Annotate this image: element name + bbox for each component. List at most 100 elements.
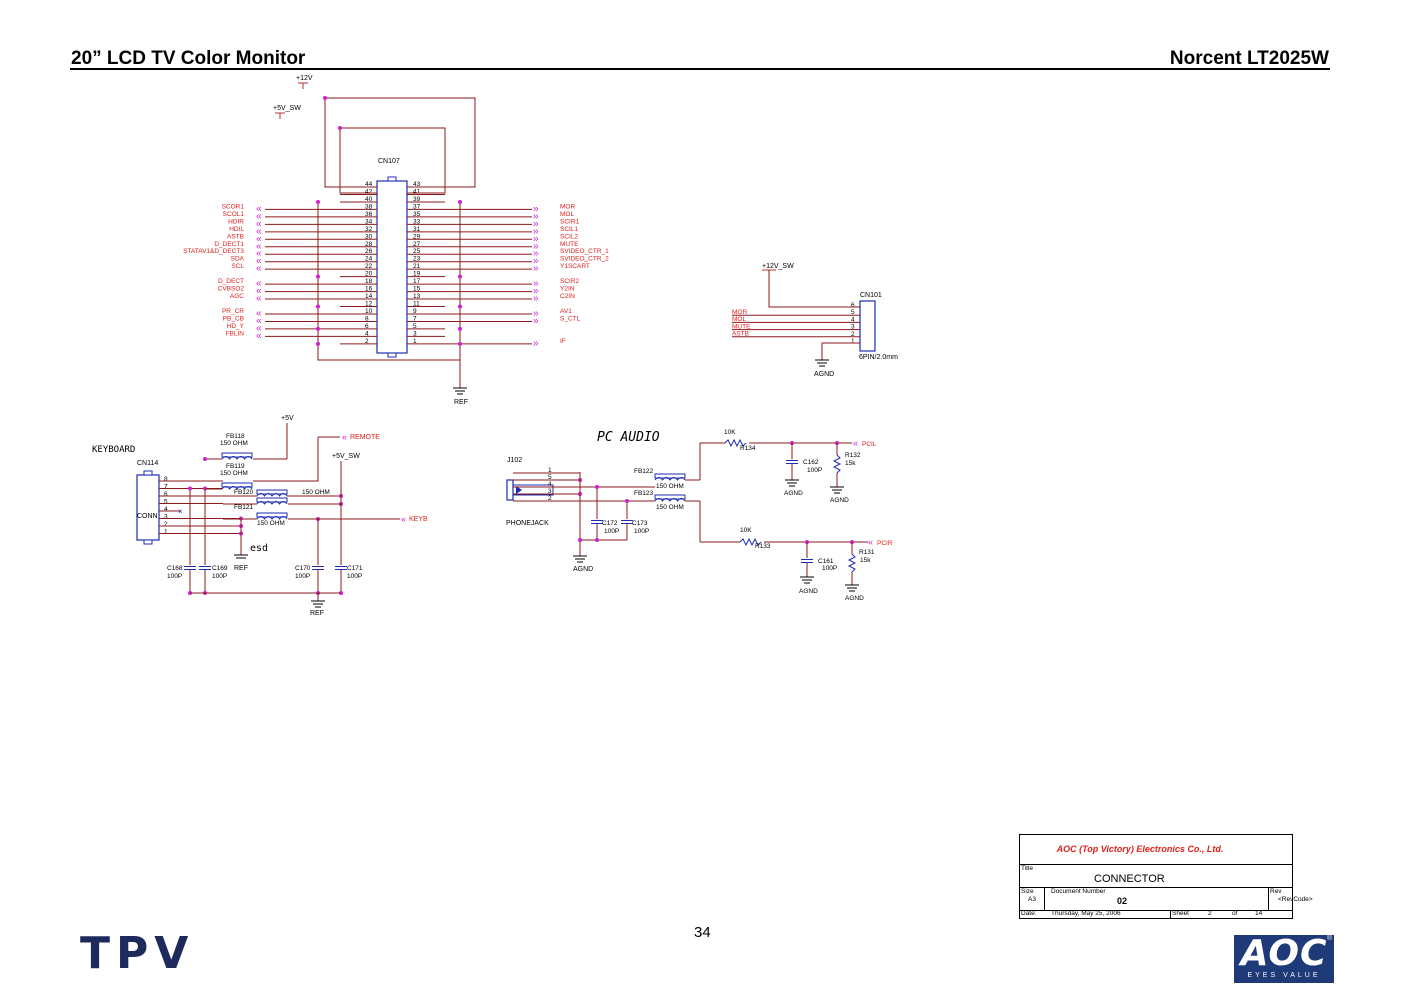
cn107-left-signal-label: D_DECT1	[214, 241, 244, 248]
fb120-value: 150 OHM	[302, 489, 330, 496]
r132-ref: R132	[845, 452, 861, 459]
cn101-ref: CN101	[860, 292, 882, 299]
inductor-coil	[654, 498, 686, 502]
ferrite-bead	[256, 512, 288, 518]
kb-keyb: KEYB	[409, 516, 428, 523]
ferrite-bead	[256, 489, 288, 495]
page-title-right: Norcent LT2025W	[1169, 48, 1329, 69]
aoc-logo: AOC EYES VALUE ®	[1234, 933, 1334, 983]
junction-dot	[458, 341, 462, 346]
junction-dot	[203, 457, 207, 461]
cn107-pin-right: 31	[413, 226, 421, 233]
r133-ref: R133	[755, 543, 771, 550]
c170-ref: C170	[295, 565, 311, 572]
cn101-body	[859, 300, 876, 352]
inductor-coil	[256, 516, 288, 520]
r131-ground: AGND	[845, 595, 864, 602]
cn107-pin-right: 23	[413, 256, 421, 263]
j102-ref: J102	[507, 457, 522, 464]
cn107-pin-left: 12	[365, 301, 373, 308]
svg-text:«: «	[256, 233, 262, 244]
svg-text:«: «	[256, 293, 262, 304]
cn107-pin-right: 7	[413, 315, 417, 322]
cn107-left-signals: SCOR1«SCOL1«HDIR«HDIL«ASTB«D_DECT1«STATA…	[183, 203, 340, 341]
keyboard-title: KEYBOARD	[92, 445, 135, 455]
cn107-pin-right: 17	[413, 278, 421, 285]
cn107-pin-left: 18	[365, 278, 373, 285]
svg-text:»: »	[533, 203, 539, 214]
cn107-pin-left: 26	[365, 248, 373, 255]
cn107-left-signal-label: FBLIN	[226, 330, 245, 337]
svg-text:»: »	[533, 338, 539, 349]
inductor-coil	[256, 493, 288, 497]
c168-value: 100P	[167, 573, 182, 580]
junction-dot	[316, 341, 320, 346]
svg-text:«: «	[401, 514, 406, 524]
cn107-right-signal-label: SVIDEO_CTR_2	[560, 256, 609, 263]
cn101-pin: 1	[851, 338, 855, 345]
cn107-tab-top	[387, 176, 397, 182]
ferrite-bead	[256, 497, 288, 503]
cn107-right-signal-label: SCIR2	[560, 278, 580, 285]
cn107-pin-left: 36	[365, 211, 373, 218]
cn107-right-signal-label: MOR	[560, 203, 575, 210]
cn107-pin-right: 37	[413, 203, 421, 210]
ferrite-bead	[221, 452, 253, 458]
cn114-pin: 7	[164, 484, 168, 491]
svg-text:«: «	[853, 438, 858, 448]
svg-text:«: «	[256, 218, 262, 229]
header-rule	[70, 68, 1330, 70]
r132-value: 15k	[845, 460, 856, 467]
cn107-pin-left: 16	[365, 286, 373, 293]
c162-ground: AGND	[784, 490, 803, 497]
r131-ref: R131	[859, 549, 875, 556]
cn107-left-signal-label: ASTB	[227, 233, 244, 240]
cn107-pin-right: 5	[413, 323, 417, 330]
cn107-left-signal-label: HD_Y	[227, 323, 245, 330]
cn114-body	[136, 474, 160, 541]
pcir-label: PCIR	[877, 540, 893, 547]
cn107-left-signal-label: AGC	[230, 293, 244, 300]
j102-pin: 3	[548, 488, 552, 495]
cn107-left-signal-label: PR_CR	[222, 308, 244, 315]
inductor-coil	[221, 486, 253, 490]
cn114-conn: CONN	[137, 513, 158, 520]
r133-value: 10K	[740, 527, 752, 534]
j102-pin: 4	[548, 481, 552, 488]
junction-dot	[595, 485, 599, 489]
cn107-pin-left: 42	[365, 188, 373, 195]
cn107-left-signal-label: SCOL1	[223, 211, 245, 218]
junction-dot	[578, 538, 582, 542]
svg-text:«: «	[868, 537, 873, 547]
svg-text:«: «	[256, 211, 262, 222]
cn107-tab-bottom	[387, 352, 397, 358]
c161-ref: C161	[818, 558, 834, 565]
svg-text:»: »	[533, 241, 539, 252]
svg-text:»: »	[533, 263, 539, 274]
junction-dot	[458, 326, 462, 331]
j102-name: PHONEJACK	[506, 520, 549, 527]
cn107-pin-right: 15	[413, 286, 421, 293]
fb120-ref: FB120	[234, 489, 254, 496]
title-block-total: 14	[1255, 910, 1263, 917]
title-block-sheet: 2	[1208, 910, 1212, 917]
svg-text:»: »	[533, 233, 539, 244]
cn107-pin-right: 39	[413, 196, 421, 203]
cn107-pin-right: 27	[413, 241, 421, 248]
c169-ref: C169	[212, 565, 228, 572]
cn114-pin: 6	[164, 491, 168, 498]
cn107-right-signal-label: SCIL1	[560, 226, 578, 233]
cn107-right-signal-label: Y1SCART	[560, 263, 590, 270]
c161-ground: AGND	[799, 588, 818, 595]
cn107-right-signal-label: MOL	[560, 211, 574, 218]
fb121-value: 150 OHM	[257, 520, 285, 527]
cn101-signal-label: ASTB	[732, 331, 749, 338]
cn107-left-signal-label: SCOR1	[222, 203, 245, 210]
cn107-pin-left: 28	[365, 241, 373, 248]
cn107-pin-right: 21	[413, 263, 421, 270]
j102-pin: 5	[548, 474, 552, 481]
fb118-value: 150 OHM	[220, 440, 248, 447]
svg-text:×: ×	[178, 507, 183, 516]
c172-value: 100P	[604, 528, 619, 535]
